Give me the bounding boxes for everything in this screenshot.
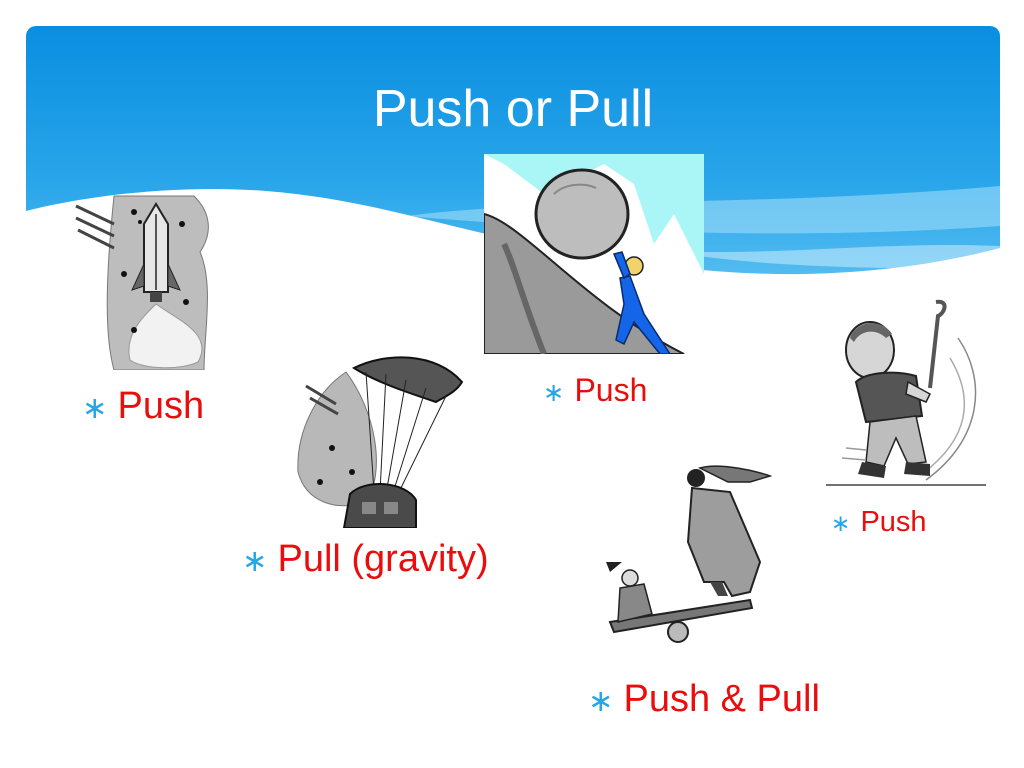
caption-rocket: ∗ Push (82, 385, 204, 428)
golfer-illustration (826, 299, 986, 486)
seesaw-illustration (606, 465, 773, 643)
caption-seesaw: ∗ Push & Pull (588, 678, 820, 721)
bullet-glyph: ∗ (242, 544, 268, 578)
bullet-glyph: ∗ (588, 684, 614, 718)
caption-boulder-text: Push (574, 372, 648, 408)
caption-golfer-text: Push (860, 506, 927, 538)
caption-seesaw-text: Push & Pull (623, 678, 820, 720)
parachute-capsule-illustration (297, 356, 464, 528)
bullet-glyph: ∗ (831, 510, 851, 536)
bullet-glyph: ∗ (543, 379, 565, 407)
caption-parachute-text: Pull (gravity) (277, 538, 489, 580)
caption-parachute: ∗ Pull (gravity) (242, 538, 489, 581)
caption-boulder: ∗ Push (543, 372, 647, 409)
man-pushing-boulder-illustration (484, 154, 704, 354)
bullet-glyph: ∗ (82, 391, 108, 425)
caption-golfer: ∗ Push (831, 506, 927, 539)
caption-rocket-text: Push (117, 385, 205, 427)
rocket-launch-illustration (75, 195, 209, 370)
slide-title: Push or Pull (372, 80, 654, 138)
